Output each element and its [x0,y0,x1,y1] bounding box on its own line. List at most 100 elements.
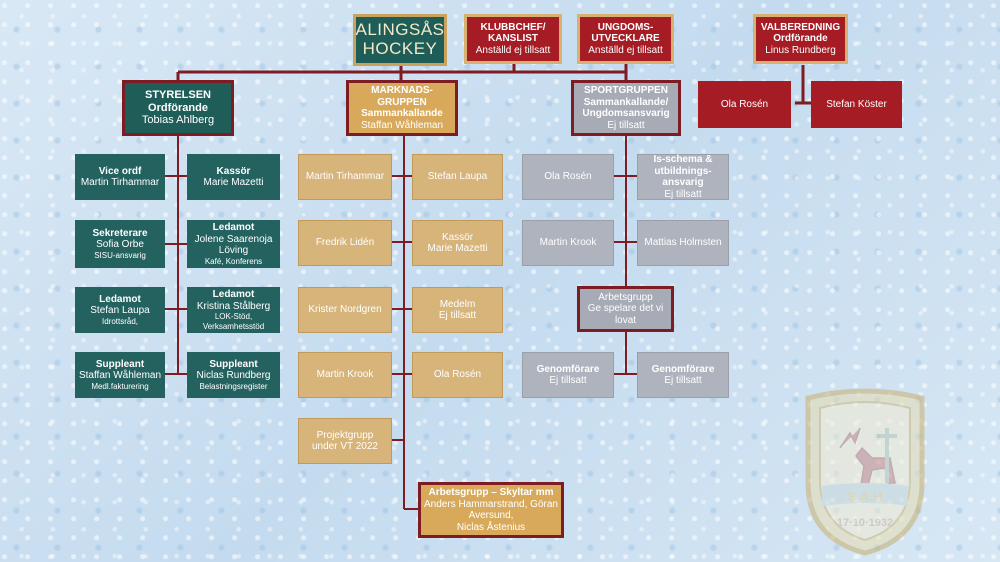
marknad-line4: Staffan Wåhleman [360,119,444,131]
styrelsen-member: Sekreterare Sofia Orbe SISU-ansvarig [75,220,165,268]
projekt-line2: under VT 2022 [312,441,378,452]
styrelsen-member: Ledamot Kristina Stålberg LOK-Stöd, Verk… [187,287,280,333]
member-role: Suppleant [209,358,258,370]
member-name: Ej tillsatt [664,375,702,386]
valberedning-member-name: Ola Rosén [720,98,769,110]
klubbchef-line3: Anställd ej tillsatt [475,44,551,56]
member-note: Medl.fakturering [91,381,149,391]
sport-line4: Ej tillsatt [607,119,645,131]
ungdoms-line1: UNGDOMS- [597,21,654,33]
member-role: Ledamot [99,293,141,305]
member-role: Kassör [441,231,474,243]
marknad-member: Krister Nordgren [298,287,392,333]
klubbchef-line2: KANSLIST [488,33,538,45]
klubbchef-line1: KLUBBCHEF/ [480,21,546,33]
marknad-line3: Sammankallande [361,108,443,119]
marknad-member: Medelm Ej tillsatt [412,287,503,333]
marknad-line1: MARKNADS- [371,85,433,96]
member-name: Ej tillsatt [549,375,587,386]
member-role: Suppleant [95,358,145,370]
marknad-member: Martin Tirhammar [298,154,392,200]
arbetsgrupp-skyltar-line3: Niclas Åstenius [456,521,526,533]
org-title-line1: ALINGSÅS [355,20,445,40]
genomforare-box: Genomförare Ej tillsatt [637,352,729,398]
member-name: Martin Tirhammar [80,177,160,188]
valberedning-box: VALBEREDNING Ordförande Linus Rundberg [753,14,848,64]
arbetsgrupp-skyltar-line2: Anders Hammarstrand, Göran Aversund, [424,498,558,522]
member-name: Fredrik Lidén [315,237,375,249]
member-name: Marie Mazetti [203,177,264,188]
ungdomsutvecklare-box: UNGDOMS- UTVECKLARE Anställd ej tillsatt [577,14,674,64]
marknad-member: Ola Rosén [412,352,503,398]
arbetsgrupp-spelare-line2: Ge spelare det vi lovat [587,303,664,326]
marknad-member: Stefan Laupa [412,154,503,200]
styrelsen-line1: STYRELSEN [144,89,211,102]
marknad-member: Fredrik Lidén [298,220,392,266]
arbetsgrupp-spelare-box: Arbetsgrupp Ge spelare det vi lovat [577,286,674,332]
styrelsen-line2: Ordförande [148,101,208,114]
sport-member: Ola Rosén [522,154,614,200]
styrelsen-member: Suppleant Staffan Wåhleman Medl.fakturer… [75,352,165,398]
sport-line1: SPORTGRUPPEN [584,85,668,96]
member-name: Marie Mazetti [427,243,488,254]
member-role: Genomförare [651,363,715,375]
projekt-line1: Projektgrupp [316,429,374,441]
member-note: SISU-ansvarig [94,250,146,260]
styrelsen-line3: Tobias Ahlberg [141,114,215,127]
member-role: Ledamot [212,222,255,234]
member-name: Ej tillsatt [438,310,477,321]
marknad-member: Kassör Marie Mazetti [412,220,503,266]
marknad-line2: GRUPPEN [377,96,427,108]
styrelsen-member: Suppleant Niclas Rundberg Belastningsreg… [187,352,280,398]
member-name: Ola Rosén [433,369,482,381]
sport-line3: Ungdomsansvarig [582,108,670,119]
member-note: LOK-Stöd, Verksamhetsstöd [202,312,265,331]
member-name: Mattias Holmsten [644,237,722,249]
member-role: Sekreterare [92,227,148,239]
member-note: Belastningsregister [199,381,268,391]
arbetsgrupp-spelare-line1: Arbetsgrupp [598,291,653,303]
org-title-line2: HOCKEY [362,39,438,58]
valberedning-line3: Linus Rundberg [765,44,836,56]
member-role: Kassör [216,165,251,177]
member-name: Staffan Wåhleman [78,370,162,382]
member-name: Martin Tirhammar [305,171,385,183]
marknad-head: MARKNADS- GRUPPEN Sammankallande Staffan… [346,80,458,136]
crest-date: 17·10·1932 [837,517,893,529]
member-name: Stefan Laupa [90,305,150,317]
valberedning-member: Stefan Köster [811,81,902,128]
valberedning-member-name: Stefan Köster [826,98,887,110]
member-role: Vice ordf [98,165,142,177]
member-name: Niclas Rundberg [196,370,271,382]
projektgrupp-box: Projektgrupp under VT 2022 [298,418,392,464]
member-role: Ledamot [212,289,255,301]
member-note: Idrottsråd, [101,316,138,326]
sport-member: Mattias Holmsten [637,220,729,266]
member-name: Martin Krook [539,237,597,249]
valberedning-member: Ola Rosén [698,81,791,128]
sport-head: SPORTGRUPPEN Sammankallande/ Ungdomsansv… [571,80,681,136]
sport-member: Is-schema & utbildnings-ansvarig Ej till… [637,154,729,200]
sport-member: Martin Krook [522,220,614,266]
marknad-member: Martin Krook [298,352,392,398]
member-name: Krister Nordgren [308,304,382,316]
member-name: Ola Rosén [544,171,592,183]
valberedning-line2: Ordförande [773,33,828,45]
member-role: Genomförare [536,363,600,375]
arbetsgrupp-skyltar-line1: Arbetsgrupp – Skyltar mm [428,487,554,498]
styrelsen-member: Ledamot Jolene Saarenoja Löving Kafé, Ko… [187,220,280,268]
styrelsen-member: Ledamot Stefan Laupa Idrottsråd, [75,287,165,333]
club-crest-logo: S.A.H 17·10·1932 [805,388,925,556]
member-role: Is-schema & utbildnings-ansvarig [653,154,713,188]
member-note: Kafé, Konferens [204,256,263,266]
valberedning-line1: VALBEREDNING [760,21,841,33]
sport-line2: Sammankallande/ [583,96,669,108]
member-name: Martin Krook [316,369,374,381]
member-name: Stefan Laupa [427,171,488,183]
styrelsen-head: STYRELSEN Ordförande Tobias Ahlberg [122,80,234,136]
ungdoms-line3: Anställd ej tillsatt [588,44,663,56]
member-name: Kristina Stålberg [196,300,271,312]
member-role: Medelm [439,298,476,310]
klubbchef-box: KLUBBCHEF/ KANSLIST Anställd ej tillsatt [464,14,562,64]
